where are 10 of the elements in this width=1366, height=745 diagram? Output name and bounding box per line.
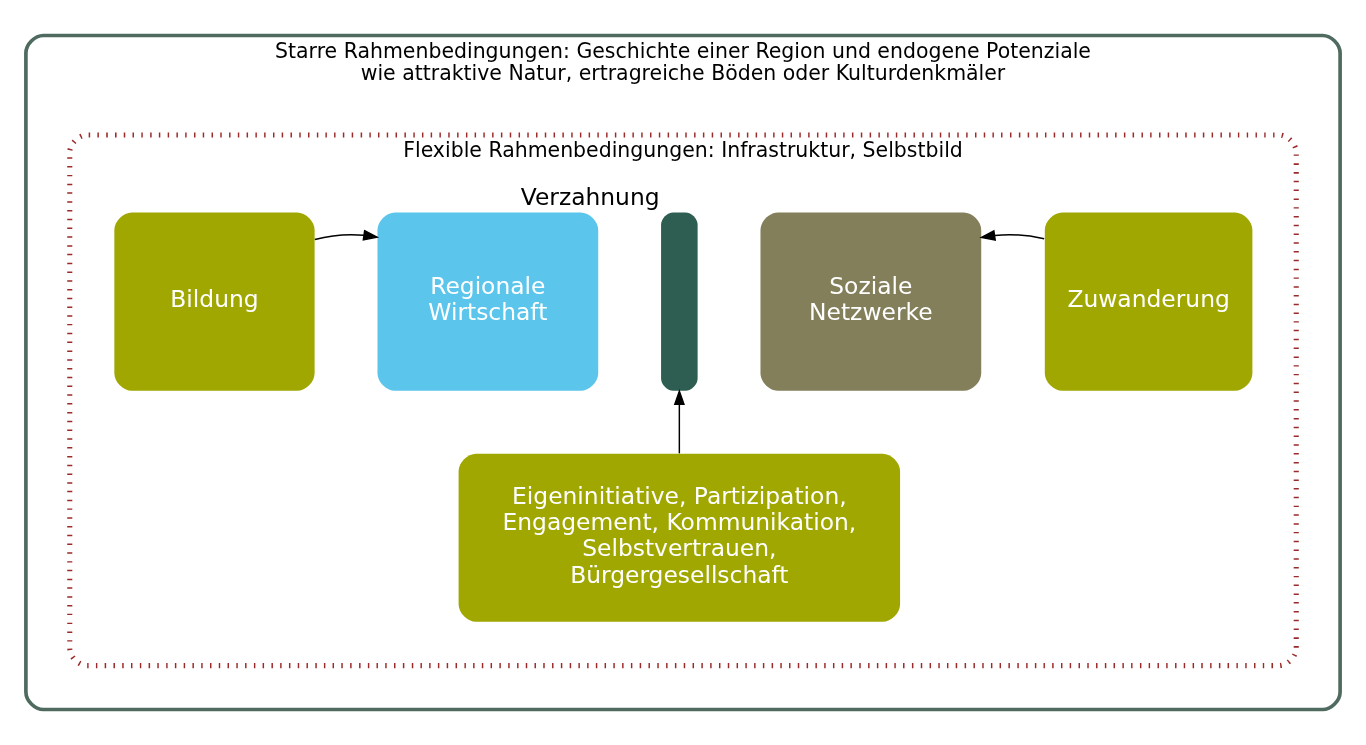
node-box [661, 212, 698, 391]
node-box: Zuwanderung [1044, 212, 1253, 391]
node-box: Bildung [114, 212, 315, 391]
node-label: Verzahnung [520, 182, 660, 211]
arrow [979, 229, 1045, 241]
node-box: Regionale Wirtschaft [377, 212, 599, 391]
arrow [673, 389, 685, 455]
arrow [314, 229, 380, 241]
node-box: Eigeninitiative, Partizipation, Engagement, Kommunikation, Selbstvertrauen, Bürgergesellschaft [458, 453, 901, 622]
node-box: Soziale Netzwerke [760, 212, 982, 391]
